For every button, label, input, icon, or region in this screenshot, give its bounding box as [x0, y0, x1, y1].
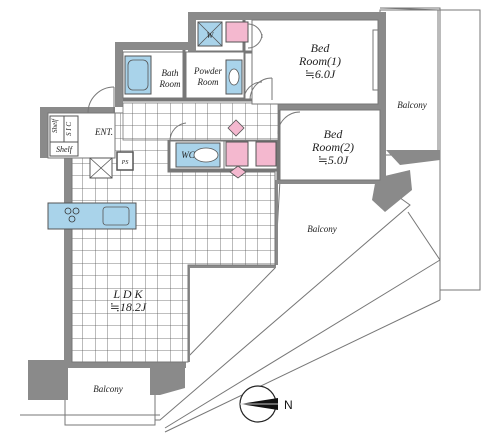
wc — [169, 122, 225, 170]
washer-label: W — [207, 31, 215, 40]
bedroom-1 — [249, 19, 379, 105]
shoe-storage — [49, 115, 79, 157]
entrance-label: ENT. — [94, 127, 113, 137]
bedroom-1-area: ≒6.0J — [305, 67, 336, 81]
corridor-floor — [122, 102, 279, 141]
pipe-space — [116, 151, 134, 171]
bath-label-line2: Room — [159, 79, 181, 89]
closet-doors — [225, 119, 277, 179]
balcony-west-area — [20, 360, 185, 426]
bath-room — [122, 51, 184, 99]
powder-label-line2: Room — [197, 77, 219, 87]
ldk-label: L D K — [112, 287, 143, 301]
balcony-east-label: Balcony — [397, 100, 427, 110]
bedroom-2-label-line2: Room(2) — [311, 140, 354, 154]
compass-north-label: N — [284, 398, 293, 412]
kitchen-counter — [47, 202, 137, 230]
balcony-south-label: Balcony — [307, 224, 337, 234]
pipe-space-label: PS — [121, 160, 129, 166]
bedroom-1-label-line1: Bed — [311, 41, 331, 55]
compass — [239, 385, 278, 423]
closet-bedroom-1 — [225, 21, 249, 43]
wc-label: WC — [181, 150, 195, 160]
shelf-bottom-label: Shelf — [56, 145, 74, 154]
balcony-west-label: Balcony — [93, 384, 123, 394]
bedroom-1-label-line2: Room(1) — [298, 54, 341, 68]
bath-label-line1: Bath — [162, 68, 179, 78]
ldk-area: ≒18.2J — [110, 300, 147, 314]
bedroom-2-label-line1: Bed — [324, 127, 344, 141]
sic-label: S I C — [65, 122, 73, 136]
bedroom-2 — [277, 109, 381, 181]
powder-room — [185, 51, 263, 101]
bedroom-2-area: ≒5.0J — [318, 153, 349, 167]
powder-label-line1: Powder — [193, 66, 222, 76]
shelf-top-label: Shelf — [51, 118, 59, 133]
